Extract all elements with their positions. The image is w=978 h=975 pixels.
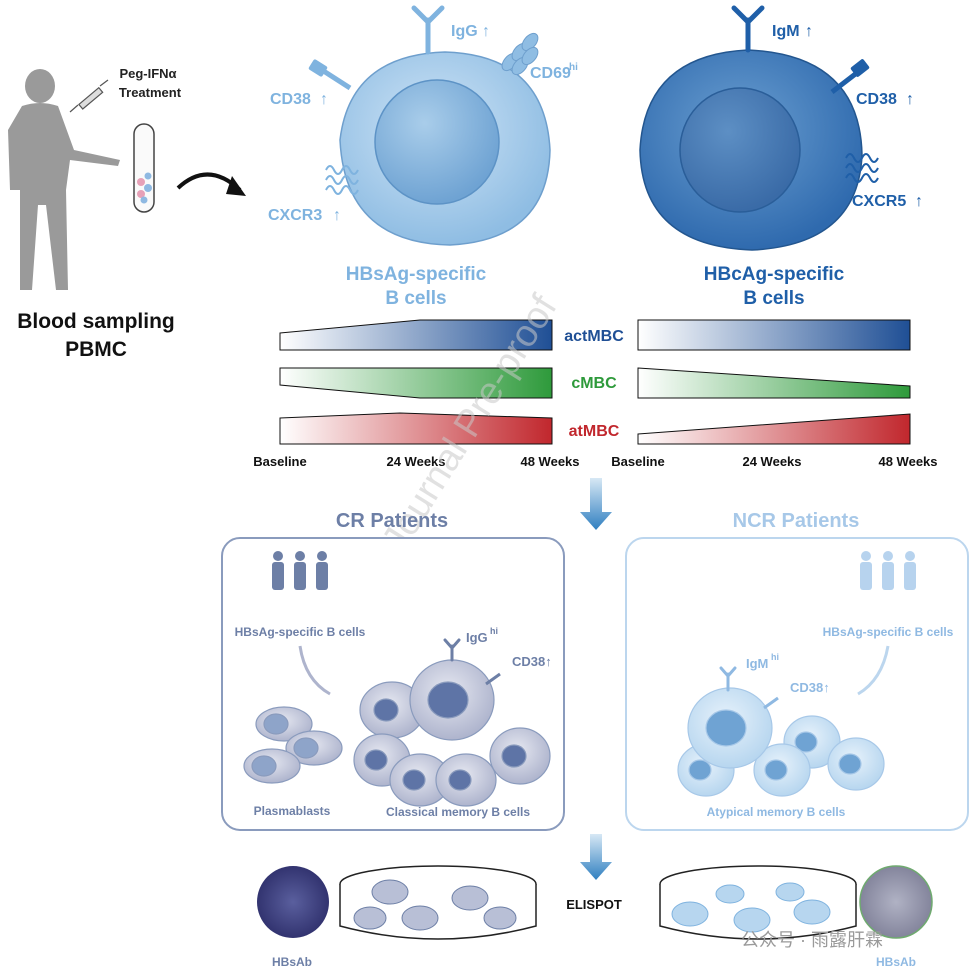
timepoint-baseline-right: Baseline	[611, 454, 664, 469]
cxcr3-marker: CXCR3	[268, 207, 322, 224]
hbcag-title-1: HBcAg-specific	[704, 264, 845, 285]
cd69-marker: CD69	[530, 65, 571, 82]
cd69-receptor-icon	[501, 32, 539, 76]
person-silhouette-icon	[8, 69, 120, 290]
cd38-up-arrow-hbsag: ↑	[320, 91, 328, 108]
blood-sampling-label: Blood sampling	[17, 310, 175, 333]
igm-up-arrow: ↑	[805, 23, 813, 40]
timepoint-24w-right: 24 Weeks	[742, 454, 801, 469]
cd38-up-arrow-hbcag: ↑	[906, 91, 914, 108]
antibody-icon	[411, 5, 445, 55]
treatment-label-2: Treatment	[119, 85, 182, 100]
cr-igg-sup: hi	[490, 626, 498, 636]
igg-up-arrow: ↑	[482, 23, 490, 40]
hbsag-title-2: B cells	[385, 288, 446, 309]
hbsab-well-right	[859, 865, 933, 939]
cxcr3-up-arrow: ↑	[333, 207, 341, 224]
timepoint-baseline-left: Baseline	[253, 454, 306, 469]
people-group-icon	[272, 551, 328, 590]
trend-cmbc-left	[279, 367, 553, 399]
antibody-icon	[731, 5, 765, 53]
atmbc-label: atMBC	[569, 423, 620, 440]
trend-atmbc-right	[637, 413, 911, 445]
cd38-receptor-icon	[763, 696, 779, 710]
trend-atmbc-left	[279, 412, 553, 445]
down-arrow-icon	[580, 834, 612, 880]
syringe-icon	[69, 79, 109, 113]
cxcr5-marker: CXCR5	[852, 193, 906, 210]
cxcr5-up-arrow: ↑	[915, 193, 923, 210]
plasmablasts-label: Plasmablasts	[254, 804, 331, 818]
timepoint-24w-left: 24 Weeks	[386, 454, 445, 469]
hbsab-label-right: HBsAb	[876, 955, 916, 969]
hbsab-well-left	[257, 866, 329, 938]
cr-curved-arrow-icon	[298, 645, 331, 696]
cr-cd38-label: CD38↑	[512, 654, 552, 669]
ncr-igm-sup: hi	[771, 652, 779, 662]
hbsag-b-cell	[339, 51, 551, 246]
hbcag-title-2: B cells	[743, 288, 804, 309]
timepoint-48w-left: 48 Weeks	[520, 454, 579, 469]
wechat-watermark: 公众号 · 雨露肝霖	[741, 930, 883, 950]
cxcr5-receptor-icon	[845, 153, 879, 183]
ncr-panel-title: NCR Patients	[733, 510, 860, 532]
cr-people-label: HBsAg-specific B cells	[235, 625, 366, 639]
trend-actmbc-right	[637, 319, 911, 351]
treatment-label-1: Peg-IFNα	[119, 66, 176, 81]
cd38-receptor-icon	[485, 672, 501, 686]
people-group-icon	[860, 551, 916, 590]
down-arrow-icon	[580, 478, 612, 530]
actmbc-label: actMBC	[564, 328, 624, 345]
plasmablast-cells	[243, 706, 343, 784]
antibody-icon	[443, 638, 461, 662]
trend-cmbc-right	[637, 367, 911, 399]
cxcr3-receptor-icon	[325, 165, 359, 195]
cr-panel-title: CR Patients	[336, 510, 448, 532]
ncr-curved-arrow-icon	[857, 645, 890, 696]
petri-dish-icon	[659, 865, 857, 940]
ncr-cd38-label: CD38↑	[790, 680, 830, 695]
ncr-igm-label: IgM	[746, 656, 768, 671]
cd38-receptor-icon	[830, 59, 870, 94]
cd38-receptor-icon	[308, 59, 352, 91]
timepoint-48w-right: 48 Weeks	[878, 454, 937, 469]
curved-arrow-head-icon	[226, 176, 246, 196]
classical-memory-b-cells	[353, 659, 551, 807]
atypical-memory-b-cells	[677, 687, 885, 797]
test-tube-icon	[133, 123, 155, 213]
igg-marker: IgG	[451, 23, 478, 40]
hbcag-b-cell	[639, 49, 863, 251]
trend-actmbc-left	[279, 319, 553, 351]
cmbc-label: cMBC	[571, 375, 617, 392]
petri-dish-icon	[339, 865, 537, 940]
cd38-marker-hbcag: CD38	[856, 91, 897, 108]
pbmc-label: PBMC	[65, 338, 127, 361]
ncr-people-label: HBsAg-specific B cells	[823, 625, 954, 639]
cr-igg-label: IgG	[466, 630, 488, 645]
elispot-label: ELISPOT	[566, 897, 622, 912]
igm-marker: IgM	[772, 23, 800, 40]
cd69-superscript: hi	[569, 62, 578, 73]
antibody-icon	[719, 666, 737, 692]
classical-memory-label: Classical memory B cells	[386, 805, 530, 819]
atypical-memory-label: Atypical memory B cells	[707, 805, 846, 819]
cd38-marker-hbsag: CD38	[270, 91, 311, 108]
hbsab-label-left: HBsAb	[272, 955, 312, 969]
hbsag-title-1: HBsAg-specific	[346, 264, 487, 285]
